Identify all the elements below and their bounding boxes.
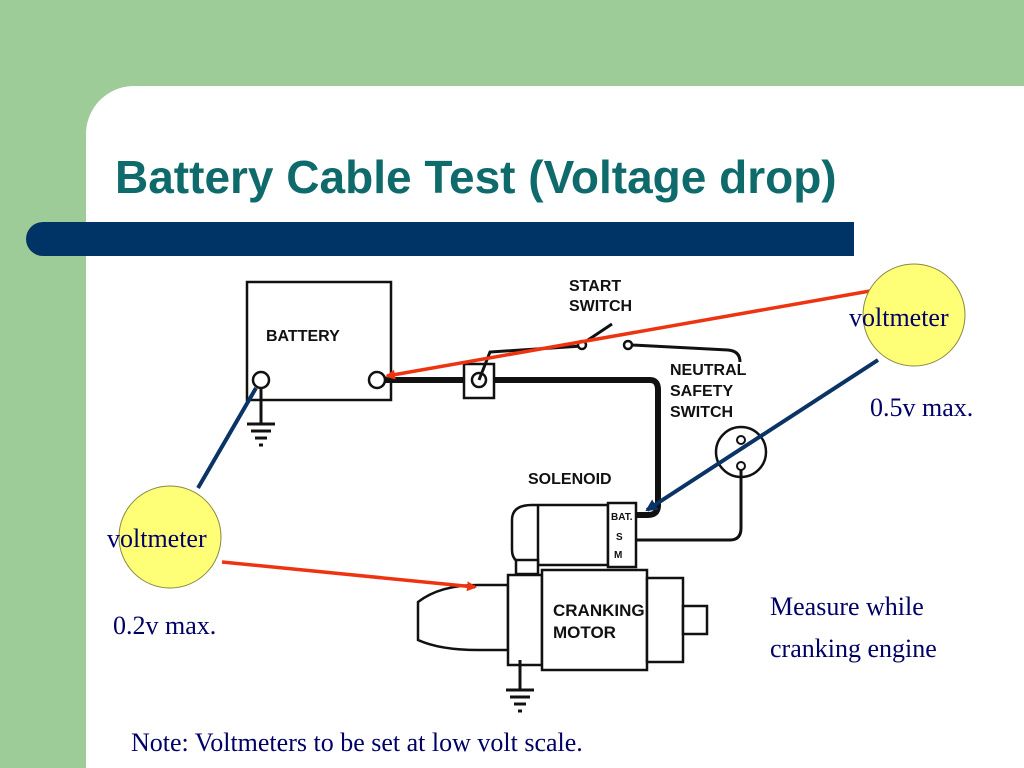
top-voltmeter-blue-lead [645, 358, 880, 512]
top-voltmeter-limit: 0.5v max. [870, 393, 974, 422]
motor-shaft-end [681, 604, 709, 636]
battery-positive-terminal [367, 370, 387, 390]
solenoid [510, 501, 638, 576]
measure-note-line-2: cranking engine [770, 634, 937, 663]
terminal-m-label: M [614, 550, 622, 561]
motor-end-frame [506, 573, 544, 667]
title-underline-bar [26, 222, 854, 256]
neutral-switch-label-3: SWITCH [670, 404, 733, 421]
neutral-switch-label-1: NEUTRAL [670, 362, 747, 379]
left-voltmeter [118, 485, 222, 589]
terminal-s-label: S [616, 532, 623, 543]
measure-note-line-1: Measure while [770, 592, 924, 621]
battery: BATTERY [245, 280, 393, 402]
battery-cable [385, 377, 661, 518]
motor-commutator-end [645, 576, 685, 664]
left-voltmeter-limit: 0.2v max. [113, 611, 217, 640]
motor-drive-housing [416, 583, 510, 652]
cranking-motor [416, 568, 709, 713]
motor-label-2: MOTOR [553, 623, 616, 642]
battery-label: BATTERY [266, 328, 340, 345]
battery-ground-symbol [247, 388, 275, 447]
start-switch-label-2: SWITCH [569, 298, 632, 315]
motor-field-frame [540, 568, 649, 672]
left-voltmeter-label: voltmeter [107, 524, 207, 553]
top-voltmeter [862, 263, 966, 367]
left-voltmeter-blue-lead [196, 386, 258, 490]
slide-title: Battery Cable Test (Voltage drop) [115, 151, 837, 203]
terminal-bat-label: BAT. [611, 512, 633, 523]
top-voltmeter-label: voltmeter [849, 303, 949, 332]
motor-label-1: CRANKING [553, 601, 645, 620]
solenoid-label: SOLENOID [528, 471, 612, 488]
start-switch-label-1: START [569, 278, 621, 295]
battery-negative-terminal [251, 370, 271, 390]
battery-box [245, 280, 393, 402]
footer-note: Note: Voltmeters to be set at low volt s… [131, 728, 583, 757]
neutral-switch-label-2: SAFETY [670, 383, 733, 400]
top-voltmeter-red-lead [385, 289, 871, 380]
left-voltmeter-red-lead [221, 560, 477, 592]
